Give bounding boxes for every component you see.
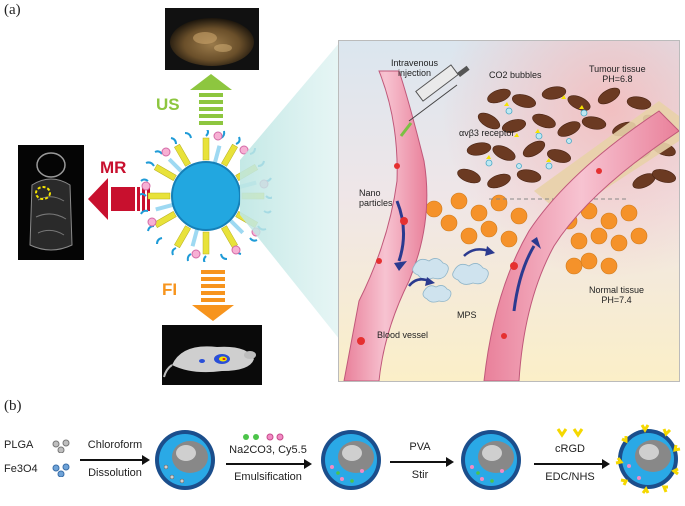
step2-arrow xyxy=(226,459,312,469)
step3-top-label: PVA xyxy=(409,441,431,453)
normal-tissue-label: Normal tissue PH=7.4 xyxy=(589,285,645,306)
mr-arrow xyxy=(88,178,150,220)
step3-arrow xyxy=(390,457,454,467)
intravenous-text: Intravenous xyxy=(391,58,439,68)
co2-bubbles-label: CO2 bubbles xyxy=(489,70,542,80)
fe3o4-dots-icon xyxy=(52,463,70,477)
mr-scan-graphic xyxy=(29,152,73,251)
us-label: US xyxy=(156,95,180,114)
plga-label: PLGA xyxy=(4,439,34,451)
tumour-schematic-graphic xyxy=(339,41,679,381)
step1-top-label: Chloroform xyxy=(87,439,143,451)
step4-bottom-label: EDC/NHS xyxy=(545,471,595,483)
particle-stage-3 xyxy=(461,430,521,490)
nano-particles-label: Nano particles xyxy=(359,188,393,209)
normal-ph-text: PH=7.4 xyxy=(601,294,632,305)
step3-bottom-label: Stir xyxy=(411,469,429,481)
particle-stage-1 xyxy=(155,430,215,490)
panel-a-label: (a) xyxy=(4,2,21,18)
fi-image xyxy=(162,325,262,385)
particles-text: particles xyxy=(359,197,393,208)
na2co3-cy55-dots-icon xyxy=(243,433,284,441)
ultrasound-scan-graphic xyxy=(170,18,254,66)
step4-top-label: cRGD xyxy=(555,443,585,455)
fi-label: FI xyxy=(162,280,178,299)
fi-arrow xyxy=(192,270,234,321)
us-arrow xyxy=(190,74,232,125)
nano-text: Nano xyxy=(359,188,381,198)
normal-tissue-text: Normal tissue xyxy=(589,285,645,295)
tumour-tissue-label: Tumour tissue PH=6.8 xyxy=(589,64,646,85)
fi-mouse-graphic xyxy=(163,346,256,378)
step1-arrow xyxy=(80,455,150,465)
panel-b-label: (b) xyxy=(4,398,22,414)
step2-top-label: Na2CO3, Cy5.5 xyxy=(229,444,307,456)
synthesis-row: PLGA Fe3O4 Chloroform Dissolution Na2CO3… xyxy=(0,415,685,505)
step4-arrow xyxy=(534,459,610,469)
particle-stage-2 xyxy=(321,430,381,490)
mps-label: MPS xyxy=(457,310,477,320)
step2-bottom-label: Emulsification xyxy=(234,471,302,483)
step1-bottom-label: Dissolution xyxy=(88,467,142,479)
mr-label: MR xyxy=(100,158,127,177)
tumour-tissue-text: Tumour tissue xyxy=(589,64,646,74)
magnify-beam xyxy=(240,42,340,340)
particle-stage-4 xyxy=(615,424,681,494)
ultrasound-image xyxy=(165,8,259,70)
tumour-ph-text: PH=6.8 xyxy=(602,73,633,84)
intravenous-injection-label: Intravenous injection xyxy=(391,58,439,79)
blood-vessel-label: Blood vessel xyxy=(377,330,429,340)
receptor-label: αvβ3 receptor xyxy=(459,128,515,138)
tumour-schematic-panel: Intravenous injection CO2 bubbles Tumour… xyxy=(338,40,680,382)
fe3o4-label: Fe3O4 xyxy=(4,463,38,475)
plga-dots-icon xyxy=(52,439,70,453)
crgd-icon xyxy=(556,428,584,438)
injection-text: injection xyxy=(398,67,432,78)
mr-image xyxy=(18,145,84,260)
